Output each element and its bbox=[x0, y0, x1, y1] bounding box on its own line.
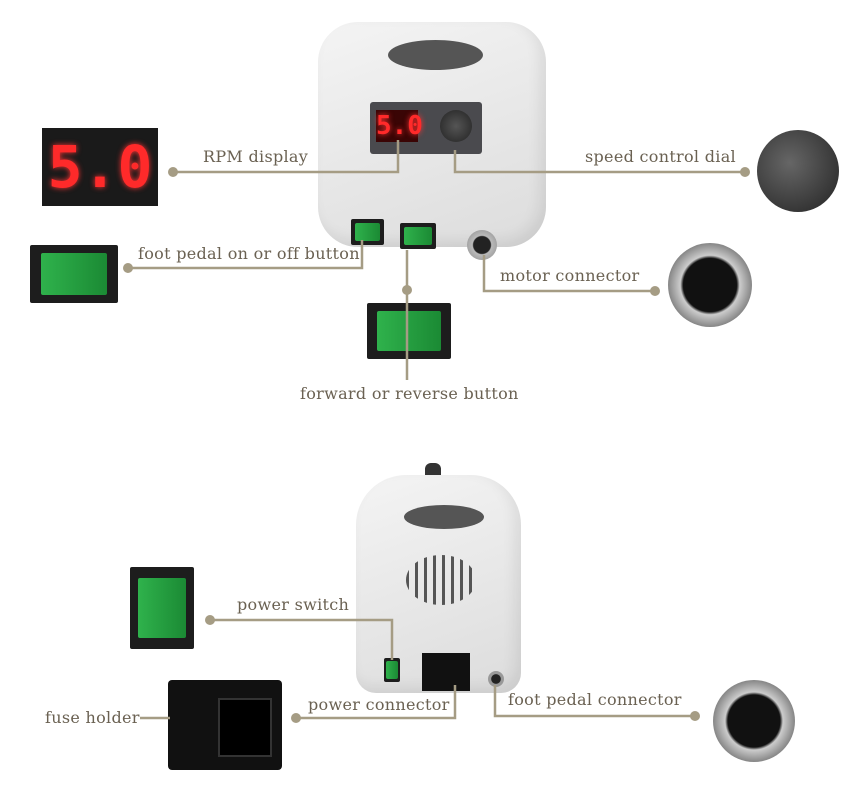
rpm-display-closeup: 5.0 bbox=[42, 128, 158, 206]
device-front-view: 5.0 bbox=[318, 22, 546, 260]
dot bbox=[740, 167, 750, 177]
dot bbox=[690, 711, 700, 721]
power-switch-closeup bbox=[130, 567, 194, 649]
line-dial bbox=[453, 150, 745, 174]
motor-connector-closeup bbox=[668, 243, 752, 327]
line-rpm bbox=[173, 140, 400, 174]
power-switch[interactable] bbox=[384, 658, 400, 682]
vent-grille bbox=[406, 555, 476, 605]
foot-pedal-switch-closeup bbox=[30, 245, 118, 303]
line-foot-conn bbox=[493, 685, 695, 718]
label-power-connector: power connector bbox=[308, 695, 450, 714]
dot bbox=[168, 167, 178, 177]
speed-control-dial[interactable] bbox=[440, 110, 472, 142]
label-foot-pedal-switch: foot pedal on or off button bbox=[138, 244, 360, 263]
dot bbox=[291, 713, 301, 723]
line-motor bbox=[482, 255, 655, 293]
knob-top bbox=[425, 463, 441, 477]
forward-reverse-switch[interactable] bbox=[400, 223, 436, 249]
dot bbox=[402, 285, 412, 295]
rpm-display-closeup-value: 5.0 bbox=[47, 133, 153, 201]
dot bbox=[205, 615, 215, 625]
forward-reverse-switch-closeup bbox=[367, 303, 451, 359]
foot-pedal-connector-closeup bbox=[713, 680, 795, 762]
rpm-display: 5.0 bbox=[376, 110, 423, 142]
control-panel: 5.0 bbox=[370, 102, 482, 154]
foot-pedal-switch[interactable] bbox=[351, 219, 384, 245]
dot bbox=[650, 286, 660, 296]
brand-logo bbox=[404, 505, 484, 529]
label-foot-pedal-connector: foot pedal connector bbox=[508, 690, 682, 709]
label-fuse-holder: fuse holder bbox=[45, 708, 140, 727]
label-power-switch: power switch bbox=[237, 595, 350, 614]
device-rear-view bbox=[356, 475, 521, 693]
label-forward-reverse: forward or reverse button bbox=[300, 384, 519, 403]
speed-dial-closeup bbox=[757, 130, 839, 212]
dot bbox=[123, 263, 133, 273]
motor-connector bbox=[467, 230, 497, 260]
line-foot-switch bbox=[128, 240, 364, 270]
foot-pedal-connector bbox=[488, 671, 504, 687]
line-power-conn bbox=[296, 685, 457, 720]
iec-socket bbox=[218, 698, 272, 757]
power-connector bbox=[422, 653, 470, 691]
label-speed-control-dial: speed control dial bbox=[585, 147, 736, 166]
line-power-switch bbox=[210, 618, 394, 660]
label-rpm-display: RPM display bbox=[203, 147, 309, 166]
brand-logo bbox=[388, 40, 483, 70]
label-motor-connector: motor connector bbox=[500, 266, 640, 285]
fuse-holder-closeup bbox=[168, 680, 282, 770]
